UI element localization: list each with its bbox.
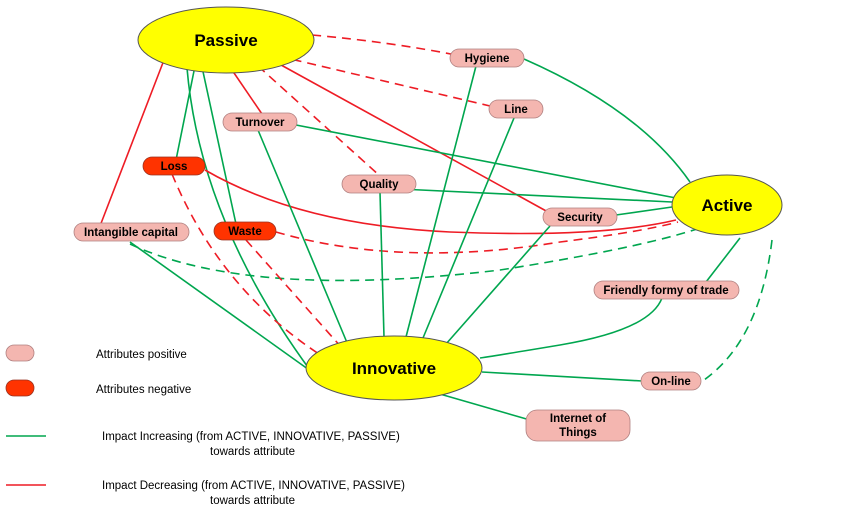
attribute-internet-of-things: Internet of Things xyxy=(525,409,631,442)
link-innovative-friendly xyxy=(479,297,663,359)
link-innovative-line xyxy=(422,117,515,339)
link-active-hygiene xyxy=(523,58,691,183)
link-innovative-waste xyxy=(245,239,343,349)
link-passive-waste xyxy=(201,66,237,225)
attribute-loss-label: Loss xyxy=(161,161,188,173)
attribute-intangible-capital-label: Intangible capital xyxy=(84,227,178,239)
link-passive-loss xyxy=(175,65,196,161)
legend-negative-label: Attributes negative xyxy=(96,384,191,396)
link-innovative-security xyxy=(445,225,551,345)
link-active-quality xyxy=(399,188,673,203)
hub-passive-label: Passive xyxy=(194,31,257,50)
link-active-friendly xyxy=(705,237,741,283)
link-innovative-loss xyxy=(171,173,323,357)
link-passive-quality xyxy=(257,65,381,177)
attribute-online: On-line xyxy=(640,371,702,391)
link-active-turnover xyxy=(295,124,677,199)
link-passive-intangible xyxy=(99,59,165,227)
link-innovative-hygiene xyxy=(405,65,477,338)
links-layer xyxy=(99,34,773,421)
attribute-turnover: Turnover xyxy=(222,112,298,132)
attribute-quality-label: Quality xyxy=(360,179,400,191)
attribute-friendly-trade-label: Friendly formy of trade xyxy=(603,285,728,297)
attribute-hygiene: Hygiene xyxy=(449,48,525,68)
link-active-loss xyxy=(204,169,677,235)
legend-positive-swatch xyxy=(5,344,35,362)
legend-decreasing-label-line2: towards attribute xyxy=(210,495,295,507)
link-innovative-online xyxy=(481,371,643,382)
link-active-intangible xyxy=(129,227,701,282)
legend-decreasing-label-line1: Impact Decreasing (from ACTIVE, INNOVATI… xyxy=(102,480,405,492)
link-active-online xyxy=(703,239,773,381)
link-passive-innovative xyxy=(186,67,311,371)
link-innovative-intangible xyxy=(129,241,313,373)
legend: Attributes positive Attributes negative … xyxy=(5,344,405,507)
attribute-waste: Waste xyxy=(213,221,277,241)
attribute-security: Security xyxy=(542,207,618,227)
link-passive-line xyxy=(277,55,491,107)
attribute-turnover-label: Turnover xyxy=(236,117,286,129)
link-innovative-quality xyxy=(379,191,385,338)
attribute-line: Line xyxy=(488,99,544,119)
attribute-online-label: On-line xyxy=(651,376,691,388)
hub-innovative-label: Innovative xyxy=(352,359,436,378)
legend-negative-swatch xyxy=(5,379,35,397)
attribute-iot-label-line2: Things xyxy=(559,427,597,439)
link-passive-hygiene xyxy=(311,34,457,56)
attribute-iot-label-line1: Internet of xyxy=(550,413,606,425)
hub-active-label: Active xyxy=(701,196,752,215)
attribute-quality: Quality xyxy=(341,174,417,194)
attribute-line-label: Line xyxy=(504,104,528,116)
attribute-waste-label: Waste xyxy=(228,226,261,238)
legend-increasing-label-line2: towards attribute xyxy=(210,446,295,458)
attribute-friendly-trade: Friendly formy of trade xyxy=(593,280,740,300)
hub-active: Active xyxy=(671,174,783,236)
attribute-security-label: Security xyxy=(557,212,603,224)
link-active-security xyxy=(615,206,673,216)
link-passive-security xyxy=(271,59,549,213)
legend-increasing-label-line1: Impact Increasing (from ACTIVE, INNOVATI… xyxy=(102,431,400,443)
link-innovative-turnover xyxy=(257,129,349,346)
hub-passive: Passive xyxy=(137,6,315,74)
hub-innovative: Innovative xyxy=(305,335,483,401)
legend-positive-label: Attributes positive xyxy=(96,349,187,361)
link-passive-turnover xyxy=(231,69,263,115)
attribute-loss: Loss xyxy=(142,156,206,176)
attribute-intangible-capital: Intangible capital xyxy=(73,222,190,242)
attribute-hygiene-label: Hygiene xyxy=(465,53,510,65)
link-active-waste xyxy=(275,221,679,254)
